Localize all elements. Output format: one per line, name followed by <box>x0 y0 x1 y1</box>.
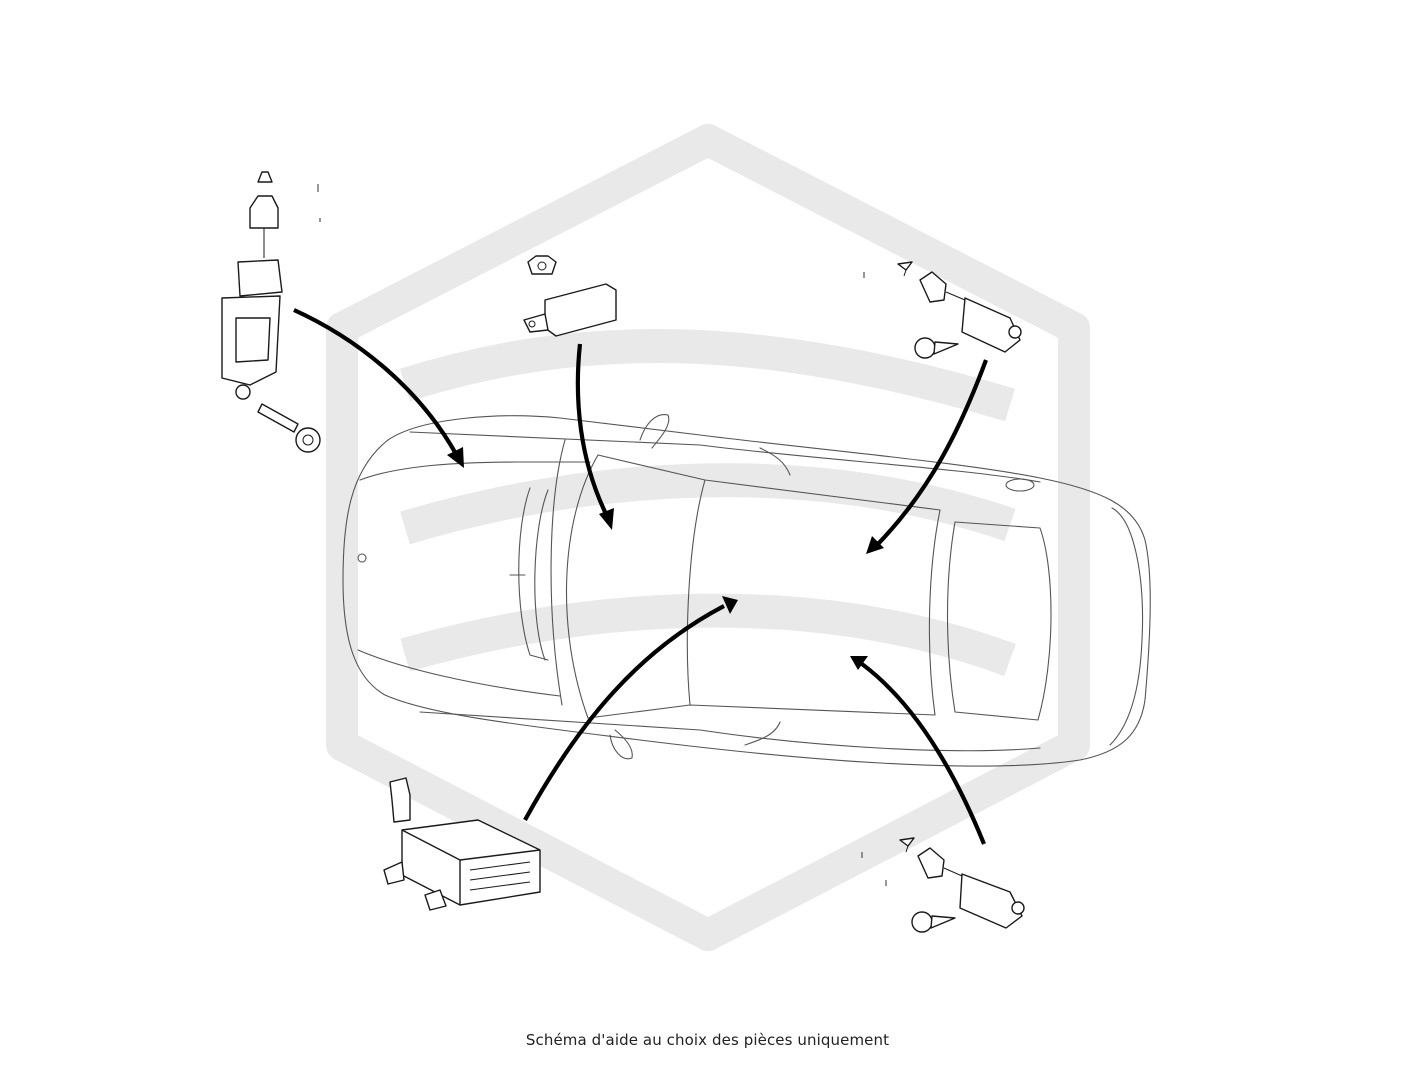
vehicle-outline <box>342 414 1151 767</box>
part-center-tunnel-module <box>523 255 617 337</box>
part-front-left-impact-sensor <box>221 171 321 453</box>
watermark-hexagon <box>326 124 1090 951</box>
arrow-center-module <box>575 343 608 515</box>
arrow-right-front-sensor <box>876 359 988 546</box>
arrow-head-right-rear <box>850 656 868 670</box>
tick-marks <box>317 184 887 886</box>
diagram-caption: Schéma d'aide au choix des pièces unique… <box>525 1031 890 1049</box>
part-right-front-side-sensor <box>897 261 1022 359</box>
part-airbag-control-unit <box>383 777 541 911</box>
arrow-head-right-front <box>866 536 884 554</box>
pointer-arrows <box>293 308 988 845</box>
arrow-right-rear-sensor <box>860 662 986 845</box>
arrow-head-front-left <box>447 447 464 468</box>
watermark-logo <box>326 124 1090 951</box>
arrow-head-control-unit <box>722 596 738 614</box>
arrow-control-unit <box>523 604 725 822</box>
arrow-front-left-sensor <box>293 308 458 456</box>
arrow-head-center <box>599 508 614 530</box>
part-right-rear-side-sensor <box>899 837 1025 933</box>
